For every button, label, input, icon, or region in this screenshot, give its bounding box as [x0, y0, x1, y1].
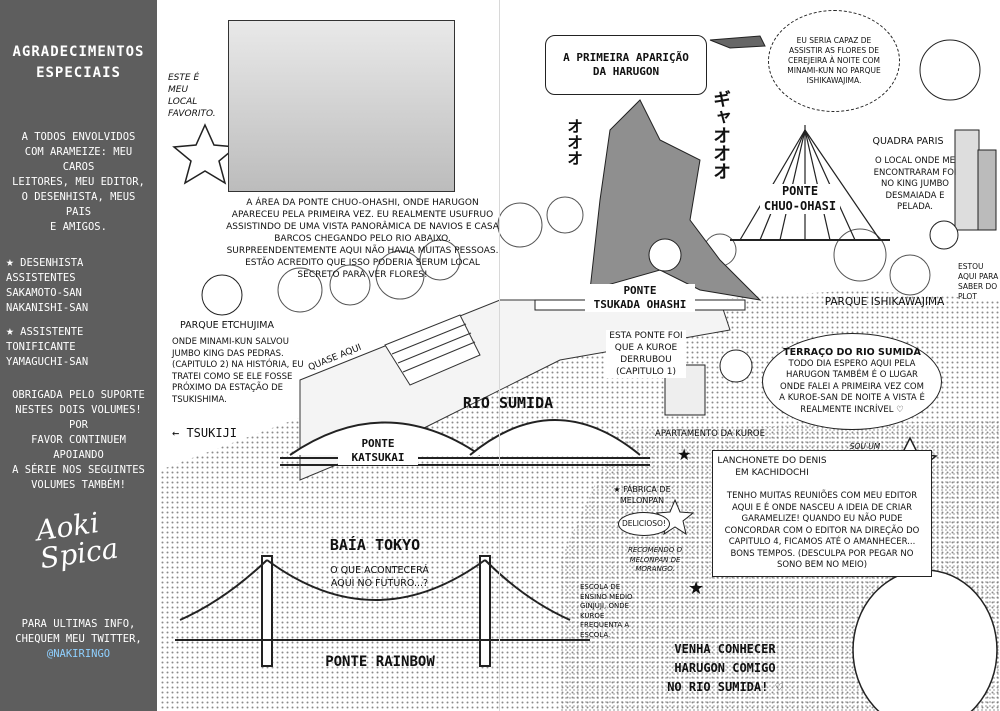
- tsukada-description: ESTA PONTE FOI QUE A KUROE DERRUBOU (CAP…: [606, 330, 686, 378]
- first-appearance-bubble: A PRIMEIRA APARIÇÃO DA HARUGON: [545, 35, 707, 95]
- fox-character-head: [201, 274, 243, 316]
- credits-sidebar: AGRADECIMENTOS ESPECIAIS A TODOS ENVOLVI…: [0, 0, 157, 711]
- parque-etchujima-label: PARQUE ETCHUJIMA: [180, 320, 274, 331]
- assistant-toner: ★ ASSISTENTE TONIFICANTE YAMAGUCHI-SAN: [6, 324, 89, 368]
- etchujima-description: ONDE MINAMI-KUN SALVOU JUMBO KING DAS PE…: [172, 337, 304, 405]
- baia-tokyo-subtitle: O QUE ACONTECERÁ AQUI NO FUTURO...?: [330, 565, 429, 589]
- twitter-link[interactable]: @NAKIRINGO: [46, 648, 111, 660]
- ponte-rainbow-label: PONTE RAINBOW: [325, 654, 435, 670]
- tower-buildings: [954, 129, 997, 231]
- rainbow-bridge: [175, 555, 590, 667]
- credits-title: AGRADECIMENTOS ESPECIAIS: [12, 44, 145, 81]
- favorite-place-caption: ESTE É MEU LOCAL FAVORITO.: [168, 73, 216, 119]
- ponte-chuo-label: PONTE CHUO-OHASI: [760, 184, 840, 214]
- quadra-paris-description: O LOCAL ONDE ME ENCONTRARAM FOI NO KING …: [873, 156, 957, 212]
- chuo-ohashi-bridge: [730, 125, 890, 241]
- twitter-info: PARA ULTIMAS INFO, CHEQUEM MEU TWITTER, …: [6, 617, 151, 662]
- ponte-katsukai-label: PONTE KATSUKAI: [338, 437, 418, 465]
- parque-ishikawajima-label: PARQUE ISHIKAWAJIMA: [824, 296, 945, 308]
- baia-tokyo-label: BAÍA TOKYO: [329, 536, 421, 554]
- melonpan-recommendation: RECOMENDO O MELONPAN DE MORANGO.: [627, 546, 683, 573]
- lanchonete-box: LANCHONETE DO DENIS EM KACHIDOCHI TENHO …: [712, 450, 932, 577]
- oo-sound-effect: オオオ: [564, 118, 583, 166]
- star-character: [172, 123, 238, 185]
- helicopter: [709, 35, 766, 49]
- ponte-tsukada-label: PONTE TSUKADA OHASHI: [585, 284, 695, 312]
- cherry-blossom-thought-bubble: EU SERIA CAPAZ DE ASSISTIR AS FLORES DE …: [768, 10, 900, 112]
- roar-sound-effect: ギャオオオ: [710, 90, 731, 180]
- star-marker-icon: ★: [688, 578, 704, 599]
- star-icon: ★: [6, 255, 14, 270]
- star-icon: ★: [6, 324, 14, 339]
- chibi-character-head: [929, 220, 959, 250]
- kuroe-apartment-label: APARTAMENTO DA KUROE: [655, 429, 765, 439]
- chibi-character-head: [648, 238, 682, 272]
- page-gutter: [499, 0, 500, 711]
- thanks-text: A TODOS ENVOLVIDOS COM ARAMEIZE: MEU CAR…: [12, 131, 145, 233]
- chibi-character-head: [719, 349, 753, 383]
- delicioso-bubble: DELICIOSO!: [618, 512, 670, 536]
- author-signature: Aoki Spica: [34, 505, 121, 576]
- terraco-sumida-bubble: TERRAÇO DO RIO SUMIDA TODO DIA ESPERO AQ…: [762, 333, 942, 430]
- stairs: [384, 314, 481, 386]
- chibi-character-head: [919, 39, 981, 101]
- quadra-paris-label: QUADRA PARIS: [872, 136, 944, 147]
- star-marker-icon: ★: [677, 445, 691, 464]
- tsukiji-direction: ← TSUKIJI: [172, 426, 238, 440]
- escola-label: ESCOLA DE ENSINO MÉDIO GINJUJI, ONDE KUR…: [580, 583, 633, 639]
- estou-aqui-note: ESTOU AQUI PARA SABER DO PLOT: [958, 262, 999, 301]
- harugon-monster: [589, 99, 762, 301]
- melonpan-factory-label: ★ FÁBRICA DE MELONPAN: [613, 485, 671, 505]
- chuo-area-description: A ÁREA DA PONTE CHUO-OHASHI, ONDE HARUGO…: [226, 198, 499, 280]
- support-text: OBRIGADA PELO SUPORTE NESTES DOIS VOLUME…: [12, 389, 145, 491]
- assistant-artists: ★ DESENHISTA ASSISTENTES SAKAMOTO-SAN NA…: [6, 255, 89, 314]
- rio-sumida-label: RIO SUMIDA: [462, 394, 554, 412]
- chuo-ohashi-photo: [228, 20, 455, 192]
- closing-invitation: VENHA CONHECER HARUGON COMIGO NO RIO SUM…: [667, 642, 783, 694]
